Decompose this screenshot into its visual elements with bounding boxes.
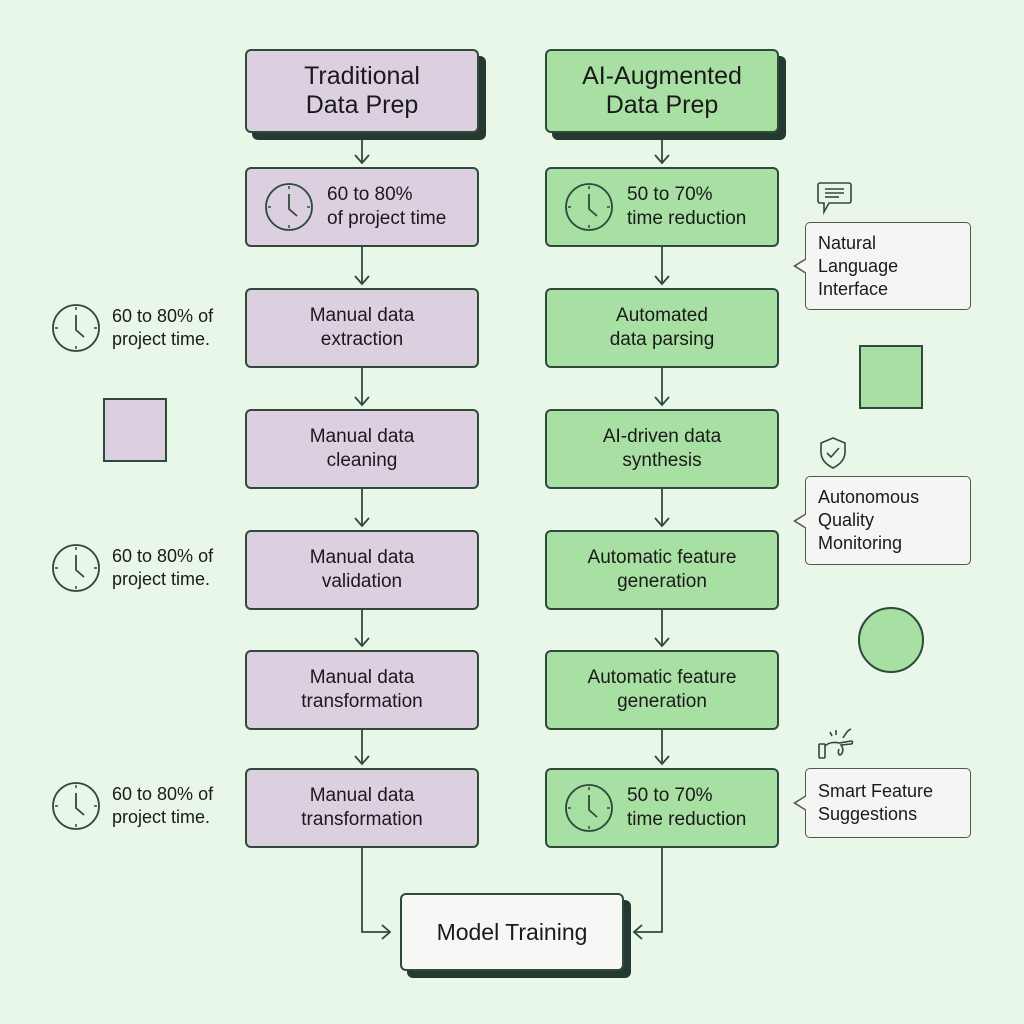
arrow-right-6 bbox=[654, 730, 670, 766]
traditional-step-extraction: Manual data extraction bbox=[245, 288, 479, 368]
stat-value: 60 to 80% bbox=[327, 184, 413, 205]
callout-line: Interface bbox=[818, 278, 889, 299]
callout-line: Language bbox=[818, 255, 899, 276]
step-line: Manual data bbox=[309, 547, 415, 568]
step-line: Automated bbox=[616, 305, 708, 326]
stat-caption: of project time bbox=[327, 208, 447, 229]
arrow-right-5 bbox=[654, 610, 670, 648]
left-annotation-1: 60 to 80% of project time. bbox=[50, 302, 213, 354]
header-line: Data Prep bbox=[305, 91, 419, 119]
traditional-step-transformation: Manual data transformation bbox=[245, 650, 479, 730]
annotation-line: project time. bbox=[112, 329, 211, 349]
annotation-line: project time. bbox=[112, 569, 211, 589]
header-line: Data Prep bbox=[605, 91, 719, 119]
stat-value: 50 to 70% bbox=[627, 184, 713, 205]
ai-step-parsing: Automated data parsing bbox=[545, 288, 779, 368]
step-line: Automatic feature bbox=[587, 547, 737, 568]
step-line: Automatic feature bbox=[587, 667, 737, 688]
arrow-left-1 bbox=[354, 133, 370, 165]
ai-time-stat-top: 50 to 70% time reduction bbox=[545, 167, 779, 247]
step-line: transformation bbox=[301, 809, 423, 830]
callout-line: Smart Feature bbox=[818, 781, 934, 801]
step-line: data parsing bbox=[609, 329, 715, 350]
annotation-line: 60 to 80% of bbox=[112, 546, 214, 566]
clock-icon bbox=[52, 304, 100, 352]
chat-bubble-icon bbox=[817, 182, 852, 215]
arrow-left-to-model bbox=[361, 847, 392, 940]
arrow-right-1 bbox=[654, 133, 670, 165]
stat-value: 50 to 70% bbox=[627, 785, 713, 806]
traditional-step-transformation-2: Manual data transformation bbox=[245, 768, 479, 848]
clock-icon bbox=[52, 782, 100, 830]
step-line: cleaning bbox=[326, 450, 398, 471]
callout-line: Natural bbox=[818, 232, 877, 253]
clock-icon bbox=[565, 183, 613, 231]
traditional-step-validation: Manual data validation bbox=[245, 530, 479, 610]
arrow-left-6 bbox=[354, 730, 370, 766]
annotation-line: project time. bbox=[112, 807, 211, 827]
ai-step-feature-generation: Automatic feature generation bbox=[545, 530, 779, 610]
step-line: Manual data bbox=[309, 785, 415, 806]
callout-line: Quality bbox=[818, 510, 875, 530]
arrow-right-to-model bbox=[632, 847, 663, 940]
left-annotation-2: 60 to 80% of project time. bbox=[50, 542, 213, 594]
purple-square-shape bbox=[103, 398, 167, 462]
arrow-left-4 bbox=[354, 489, 370, 528]
shield-check-icon bbox=[820, 437, 846, 469]
step-line: extraction bbox=[320, 329, 404, 350]
header-line: AI-Augmented bbox=[582, 62, 742, 90]
callout-line: Monitoring bbox=[818, 533, 903, 553]
traditional-time-stat: 60 to 80% of project time bbox=[245, 167, 479, 247]
callout-line: Suggestions bbox=[818, 804, 918, 824]
model-training-label: Model Training bbox=[436, 919, 588, 945]
arrow-right-2 bbox=[654, 246, 670, 286]
annotation-line: 60 to 80% of bbox=[112, 784, 214, 804]
step-line: AI-driven data bbox=[602, 426, 722, 447]
step-line: Manual data bbox=[309, 305, 415, 326]
header-line: Traditional bbox=[304, 62, 420, 90]
callout-line: Autonomous bbox=[818, 487, 920, 507]
green-circle-shape bbox=[858, 607, 924, 673]
step-line: generation bbox=[617, 691, 707, 712]
clock-icon bbox=[265, 183, 313, 231]
ai-step-synthesis: AI-driven data synthesis bbox=[545, 409, 779, 489]
arrow-left-2 bbox=[354, 246, 370, 286]
model-training-box: Model Training bbox=[400, 893, 624, 971]
annotation-line: 60 to 80% of bbox=[112, 306, 214, 326]
pointing-hand-icon bbox=[818, 728, 854, 759]
step-line: Manual data bbox=[309, 426, 415, 447]
step-line: transformation bbox=[301, 691, 423, 712]
arrow-left-3 bbox=[354, 368, 370, 407]
step-line: Manual data bbox=[309, 667, 415, 688]
left-annotation-3: 60 to 80% of project time. bbox=[50, 780, 213, 832]
step-line: synthesis bbox=[622, 450, 702, 471]
stat-caption: time reduction bbox=[627, 809, 747, 830]
clock-icon bbox=[52, 544, 100, 592]
stat-caption: time reduction bbox=[627, 208, 747, 229]
step-line: validation bbox=[321, 571, 403, 592]
green-square-shape bbox=[859, 345, 923, 409]
ai-time-stat-bottom: 50 to 70% time reduction bbox=[545, 768, 779, 848]
arrow-left-5 bbox=[354, 610, 370, 648]
traditional-step-cleaning: Manual data cleaning bbox=[245, 409, 479, 489]
arrow-right-3 bbox=[654, 368, 670, 407]
arrow-right-4 bbox=[654, 489, 670, 528]
clock-icon bbox=[565, 784, 613, 832]
step-line: generation bbox=[617, 571, 707, 592]
ai-step-feature-generation-2: Automatic feature generation bbox=[545, 650, 779, 730]
